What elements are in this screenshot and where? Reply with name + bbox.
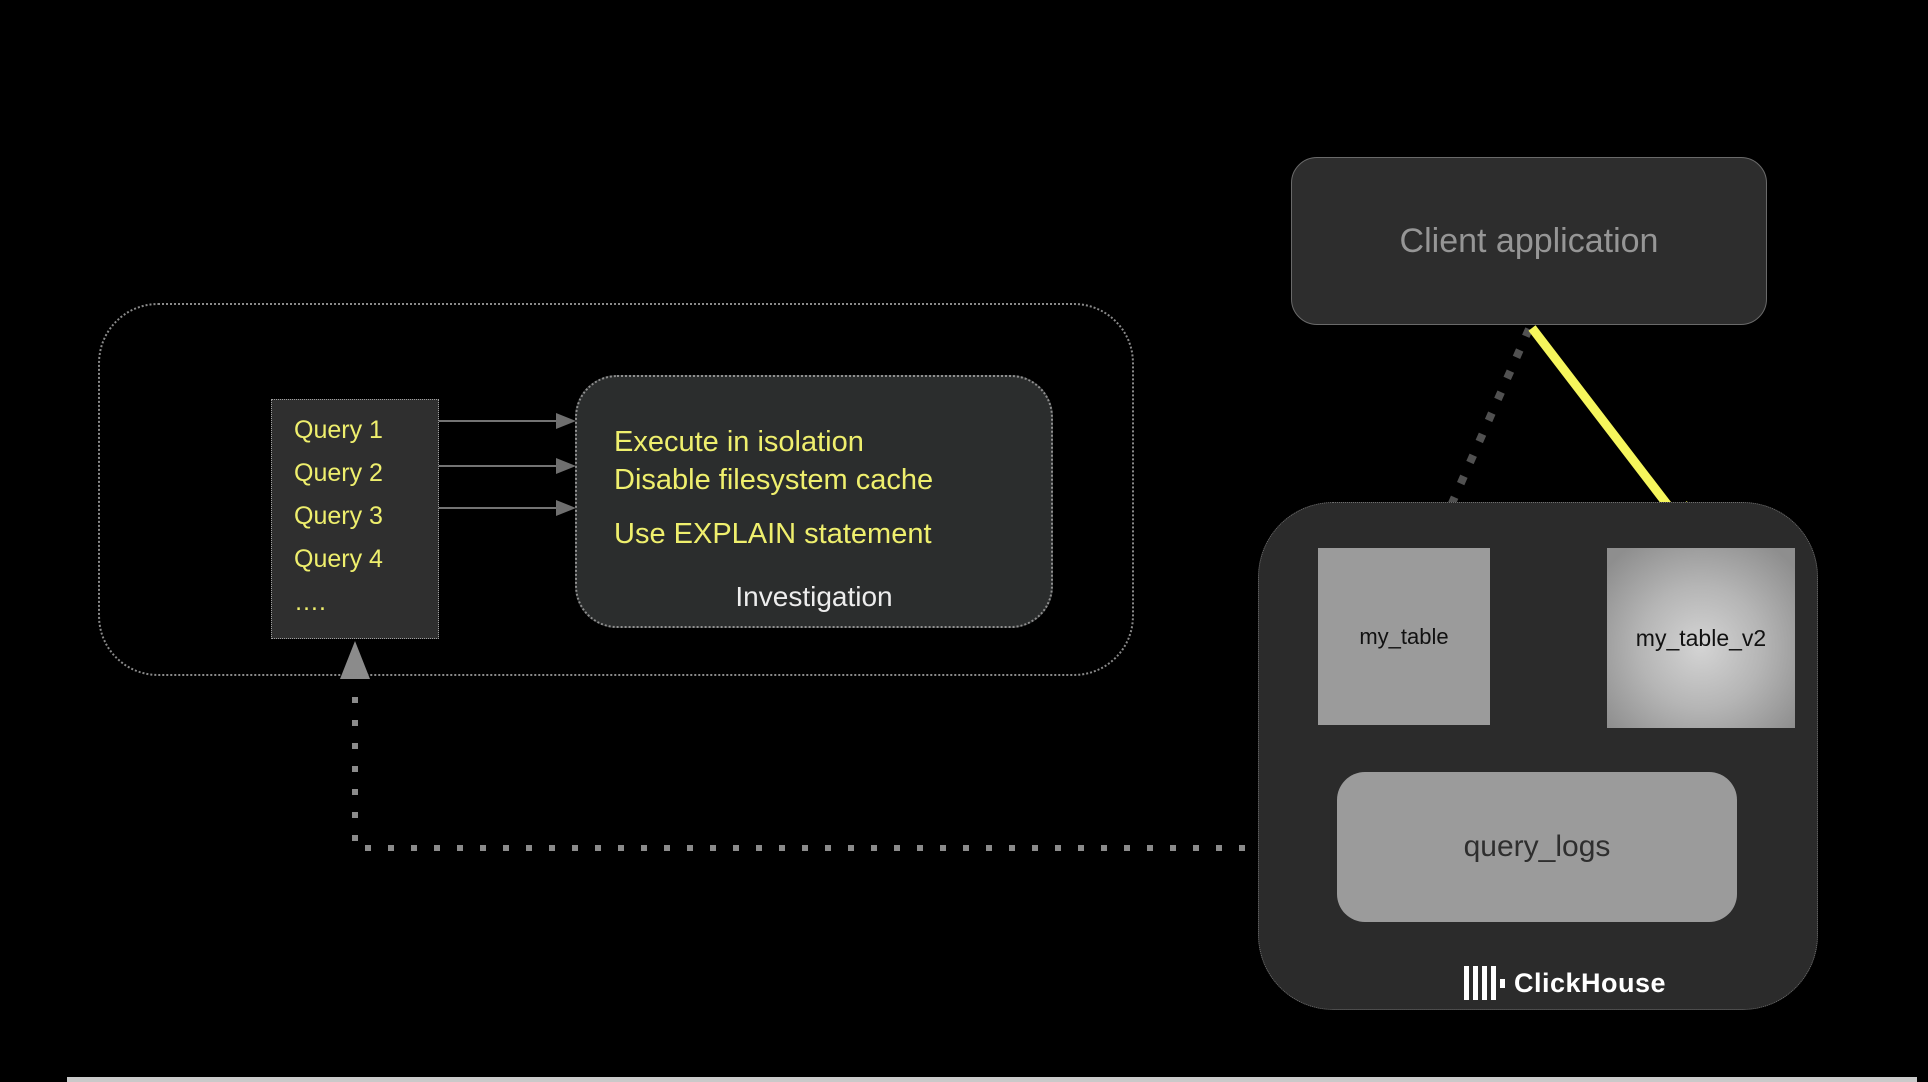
clickhouse-brand-label: ClickHouse bbox=[1514, 967, 1667, 998]
investigation-tip: Execute in isolation bbox=[614, 426, 864, 458]
query-logs-label: query_logs bbox=[1463, 830, 1611, 863]
clickhouse-logo-icon bbox=[1464, 966, 1505, 1000]
investigation-tip: Use EXPLAIN statement bbox=[614, 518, 932, 550]
my-table-node: my_table bbox=[1318, 548, 1490, 725]
investigation-tip: Disable filesystem cache bbox=[614, 464, 934, 496]
investigation-caption: Investigation bbox=[735, 581, 893, 612]
investigation-group-outline bbox=[98, 303, 1134, 676]
client-application-node: Client application bbox=[1291, 157, 1767, 325]
my-table-label: my_table bbox=[1359, 623, 1449, 649]
my-table-v2-node: my_table_v2 bbox=[1607, 548, 1795, 728]
clickhouse-brand: ClickHouse bbox=[1464, 963, 1666, 1003]
query-list-box: Query 1 Query 2 Query 3 Query 4 …. bbox=[271, 399, 439, 639]
query-item: Query 2 bbox=[294, 459, 383, 487]
my-table-v2-label: my_table_v2 bbox=[1635, 624, 1767, 651]
query-item: Query 1 bbox=[294, 416, 383, 444]
query-item: Query 4 bbox=[294, 545, 383, 573]
slide-bottom-edge bbox=[67, 1077, 1917, 1082]
query-logs-node: query_logs bbox=[1337, 772, 1737, 922]
client-application-label: Client application bbox=[1399, 221, 1659, 260]
query-item-ellipsis: …. bbox=[294, 588, 326, 616]
query-item: Query 3 bbox=[294, 502, 383, 530]
investigation-box: Execute in isolation Disable filesystem … bbox=[575, 375, 1053, 628]
